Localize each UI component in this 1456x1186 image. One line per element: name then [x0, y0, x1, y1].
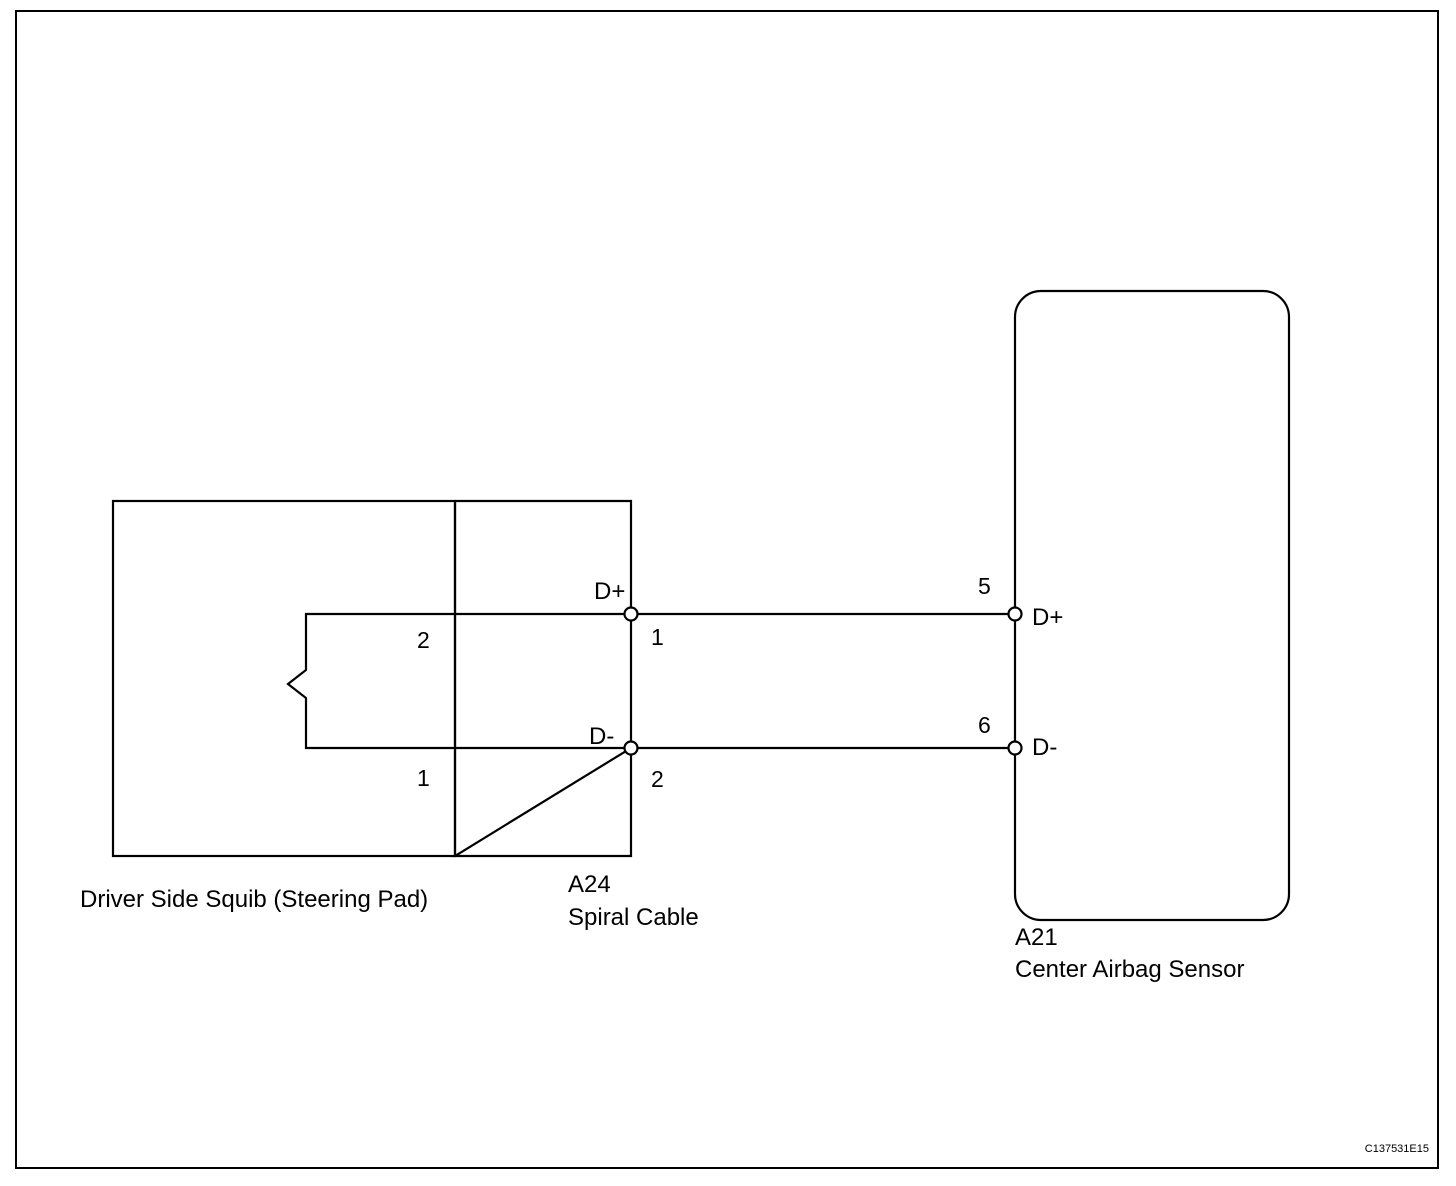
spiral-cable-signal-upper: D+ — [594, 578, 625, 605]
spiral-cable-name: Spiral Cable — [568, 904, 699, 931]
spiral-cable-code: A24 — [568, 871, 611, 898]
spiral-cable-pin-upper: 1 — [651, 624, 664, 650]
spiral-cable-box — [451, 499, 633, 858]
airbag-sensor-box — [1013, 289, 1291, 922]
airbag-sensor-pin-upper: 5 — [978, 573, 991, 599]
spiral-cable-terminal-d-plus — [623, 606, 639, 622]
airbag-sensor-signal-lower: D- — [1032, 734, 1057, 761]
airbag-sensor-name: Center Airbag Sensor — [1015, 956, 1244, 983]
squib-pin-upper: 2 — [417, 627, 430, 653]
squib-box — [111, 499, 457, 858]
squib-pin-lower: 1 — [417, 765, 430, 791]
airbag-sensor-terminal-d-plus — [1007, 606, 1023, 622]
squib-element — [286, 612, 631, 750]
airbag-sensor-code: A21 — [1015, 924, 1058, 951]
figure-code: C137531E15 — [1365, 1143, 1429, 1155]
airbag-sensor-signal-upper: D+ — [1032, 604, 1063, 631]
spiral-cable-signal-lower: D- — [589, 723, 614, 750]
airbag-sensor-pin-lower: 6 — [978, 712, 991, 738]
spiral-cable-terminal-d-minus — [623, 740, 639, 756]
squib-name: Driver Side Squib (Steering Pad) — [80, 886, 428, 913]
spiral-cable-pin-lower: 2 — [651, 766, 664, 792]
diagram-frame — [15, 10, 1439, 1169]
airbag-sensor-terminal-d-minus — [1007, 740, 1023, 756]
